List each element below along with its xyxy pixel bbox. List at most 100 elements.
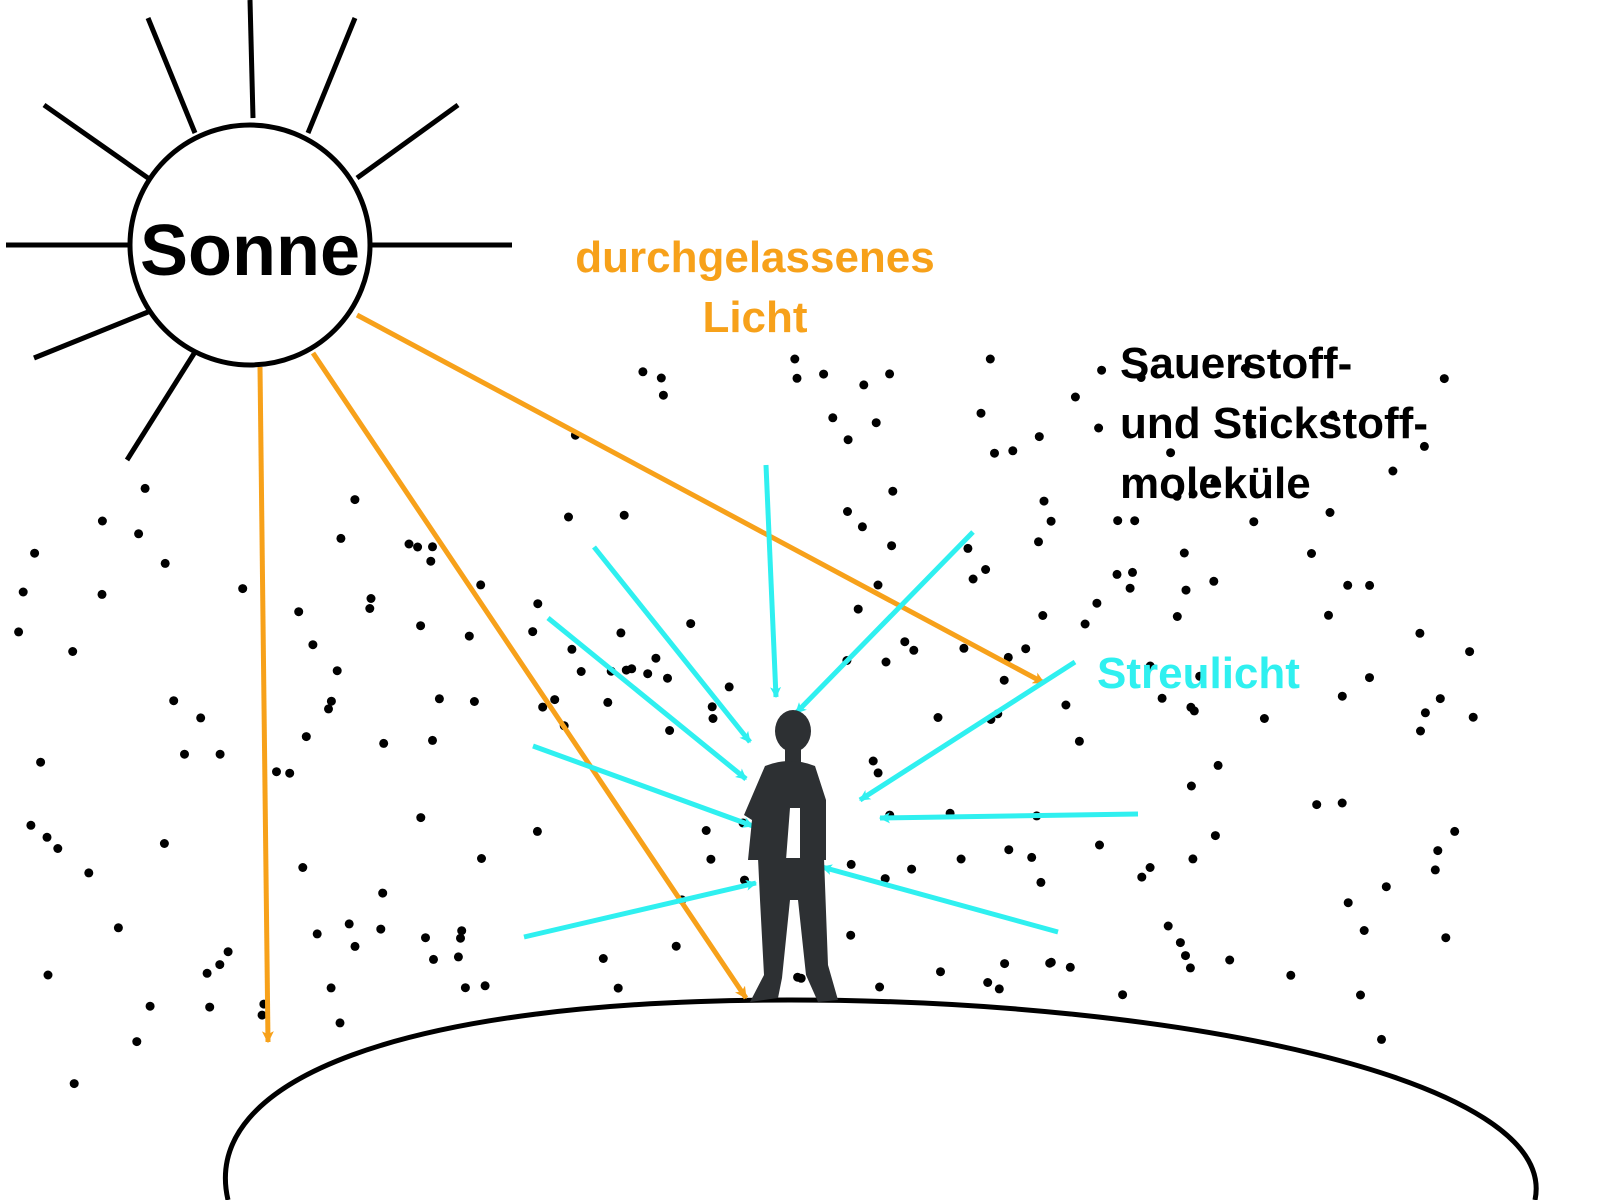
molecule-dot	[999, 675, 1009, 685]
molecule-dot	[1337, 798, 1347, 808]
sun-ray	[145, 17, 198, 134]
molecule-dot	[456, 933, 465, 943]
molecule-dot	[350, 941, 360, 951]
molecule-dot	[1419, 441, 1429, 451]
molecule-dot	[366, 594, 376, 603]
molecule-dot	[159, 839, 169, 848]
molecule-dot	[97, 589, 107, 599]
molecule-dot	[875, 982, 885, 992]
scattered-ray	[820, 864, 1059, 935]
molecule-dot	[1209, 576, 1219, 586]
molecule-dot	[365, 604, 375, 613]
molecule-dot	[665, 726, 675, 735]
molecule-dot	[1324, 610, 1333, 620]
molecule-dot	[14, 627, 24, 637]
scattered-ray	[592, 545, 752, 744]
scattered-ray	[532, 743, 755, 829]
molecule-dot	[132, 1037, 142, 1047]
molecule-dot	[1128, 567, 1137, 577]
molecule-dot	[1046, 957, 1056, 967]
molecule-dot	[1112, 569, 1122, 579]
molecule-dot	[43, 970, 53, 980]
molecule-dot	[1172, 491, 1182, 501]
molecule-dot	[1325, 508, 1335, 517]
molecule-dot	[1021, 644, 1031, 654]
molecule-dot	[873, 580, 883, 590]
molecule-dot	[1441, 933, 1451, 943]
molecule-dot	[819, 369, 829, 379]
molecule-dot	[990, 448, 999, 458]
transmitted-light-label-line2: Licht	[702, 293, 807, 342]
molecule-dot	[1004, 845, 1014, 855]
molecule-dot	[963, 543, 973, 553]
molecule-dot	[1034, 537, 1043, 547]
molecule-dot	[1181, 951, 1190, 961]
molecule-dot	[567, 644, 577, 654]
molecule-dot	[1210, 831, 1220, 841]
molecule-dot	[30, 548, 40, 558]
molecule-dot	[1003, 652, 1013, 662]
molecule-dot	[1359, 926, 1369, 935]
molecule-dot	[1259, 714, 1269, 723]
molecule-dot	[880, 874, 890, 884]
molecule-dot	[790, 354, 800, 364]
scattered-ray	[858, 659, 1077, 803]
molecule-dot	[1137, 872, 1147, 882]
molecule-dot	[312, 929, 322, 939]
sun-ray	[124, 350, 198, 462]
molecule-dot	[1286, 970, 1296, 980]
molecule-dot	[434, 694, 444, 704]
molecule-dot	[1337, 691, 1347, 701]
molecule-dot	[1130, 516, 1140, 526]
molecule-dot	[792, 373, 802, 383]
molecule-dot	[36, 757, 46, 767]
molecule-dot	[1343, 580, 1353, 590]
molecule-dot	[1439, 374, 1449, 384]
molecule-dot	[1433, 846, 1443, 856]
molecule-dot	[888, 486, 898, 496]
molecule-dot	[476, 580, 486, 590]
molecule-dot	[1435, 694, 1445, 704]
molecule-dot	[1157, 693, 1167, 703]
molecule-dot	[1118, 990, 1128, 1000]
molecule-dot	[881, 657, 891, 667]
transmitted-light-rays	[257, 312, 1046, 1044]
molecule-dot	[332, 666, 342, 676]
molecule-dot	[18, 587, 28, 597]
molecule-dot	[1092, 598, 1102, 608]
molecule-dot	[68, 647, 78, 656]
molecule-dot	[983, 978, 993, 987]
molecule-dot	[413, 542, 423, 552]
molecule-dot	[1074, 736, 1084, 746]
molecule-dot	[1113, 516, 1123, 526]
molecule-dot	[69, 1079, 79, 1089]
molecule-dot	[985, 354, 995, 364]
molecule-dot	[1388, 466, 1398, 476]
molecule-dot	[84, 868, 94, 878]
molecule-dot	[627, 664, 637, 674]
molecule-dot	[1034, 432, 1044, 442]
molecule-dot	[1307, 549, 1316, 558]
molecule-dot	[1381, 882, 1391, 892]
molecule-dot	[846, 930, 856, 940]
molecule-dot	[1172, 612, 1182, 621]
molecule-dot	[671, 941, 681, 951]
molecule-dot	[528, 627, 538, 637]
molecule-dot	[843, 507, 852, 516]
molecule-dot	[238, 584, 248, 594]
molecule-dot	[140, 483, 150, 493]
molecule-dot	[335, 1018, 345, 1028]
sun-ray	[42, 102, 150, 181]
sun-ray	[355, 102, 460, 181]
molecule-dot	[638, 367, 648, 377]
molecule-dot	[1210, 477, 1220, 487]
molecule-dot	[308, 640, 318, 650]
sun-ray	[247, 0, 256, 119]
molecule-dot	[550, 695, 560, 705]
molecule-dot	[1188, 489, 1198, 499]
molecule-dot	[968, 574, 978, 584]
molecule-dot	[272, 767, 281, 777]
molecule-dot	[1181, 585, 1191, 595]
molecule-dot	[1365, 580, 1375, 590]
molecule-dot	[1246, 427, 1256, 437]
